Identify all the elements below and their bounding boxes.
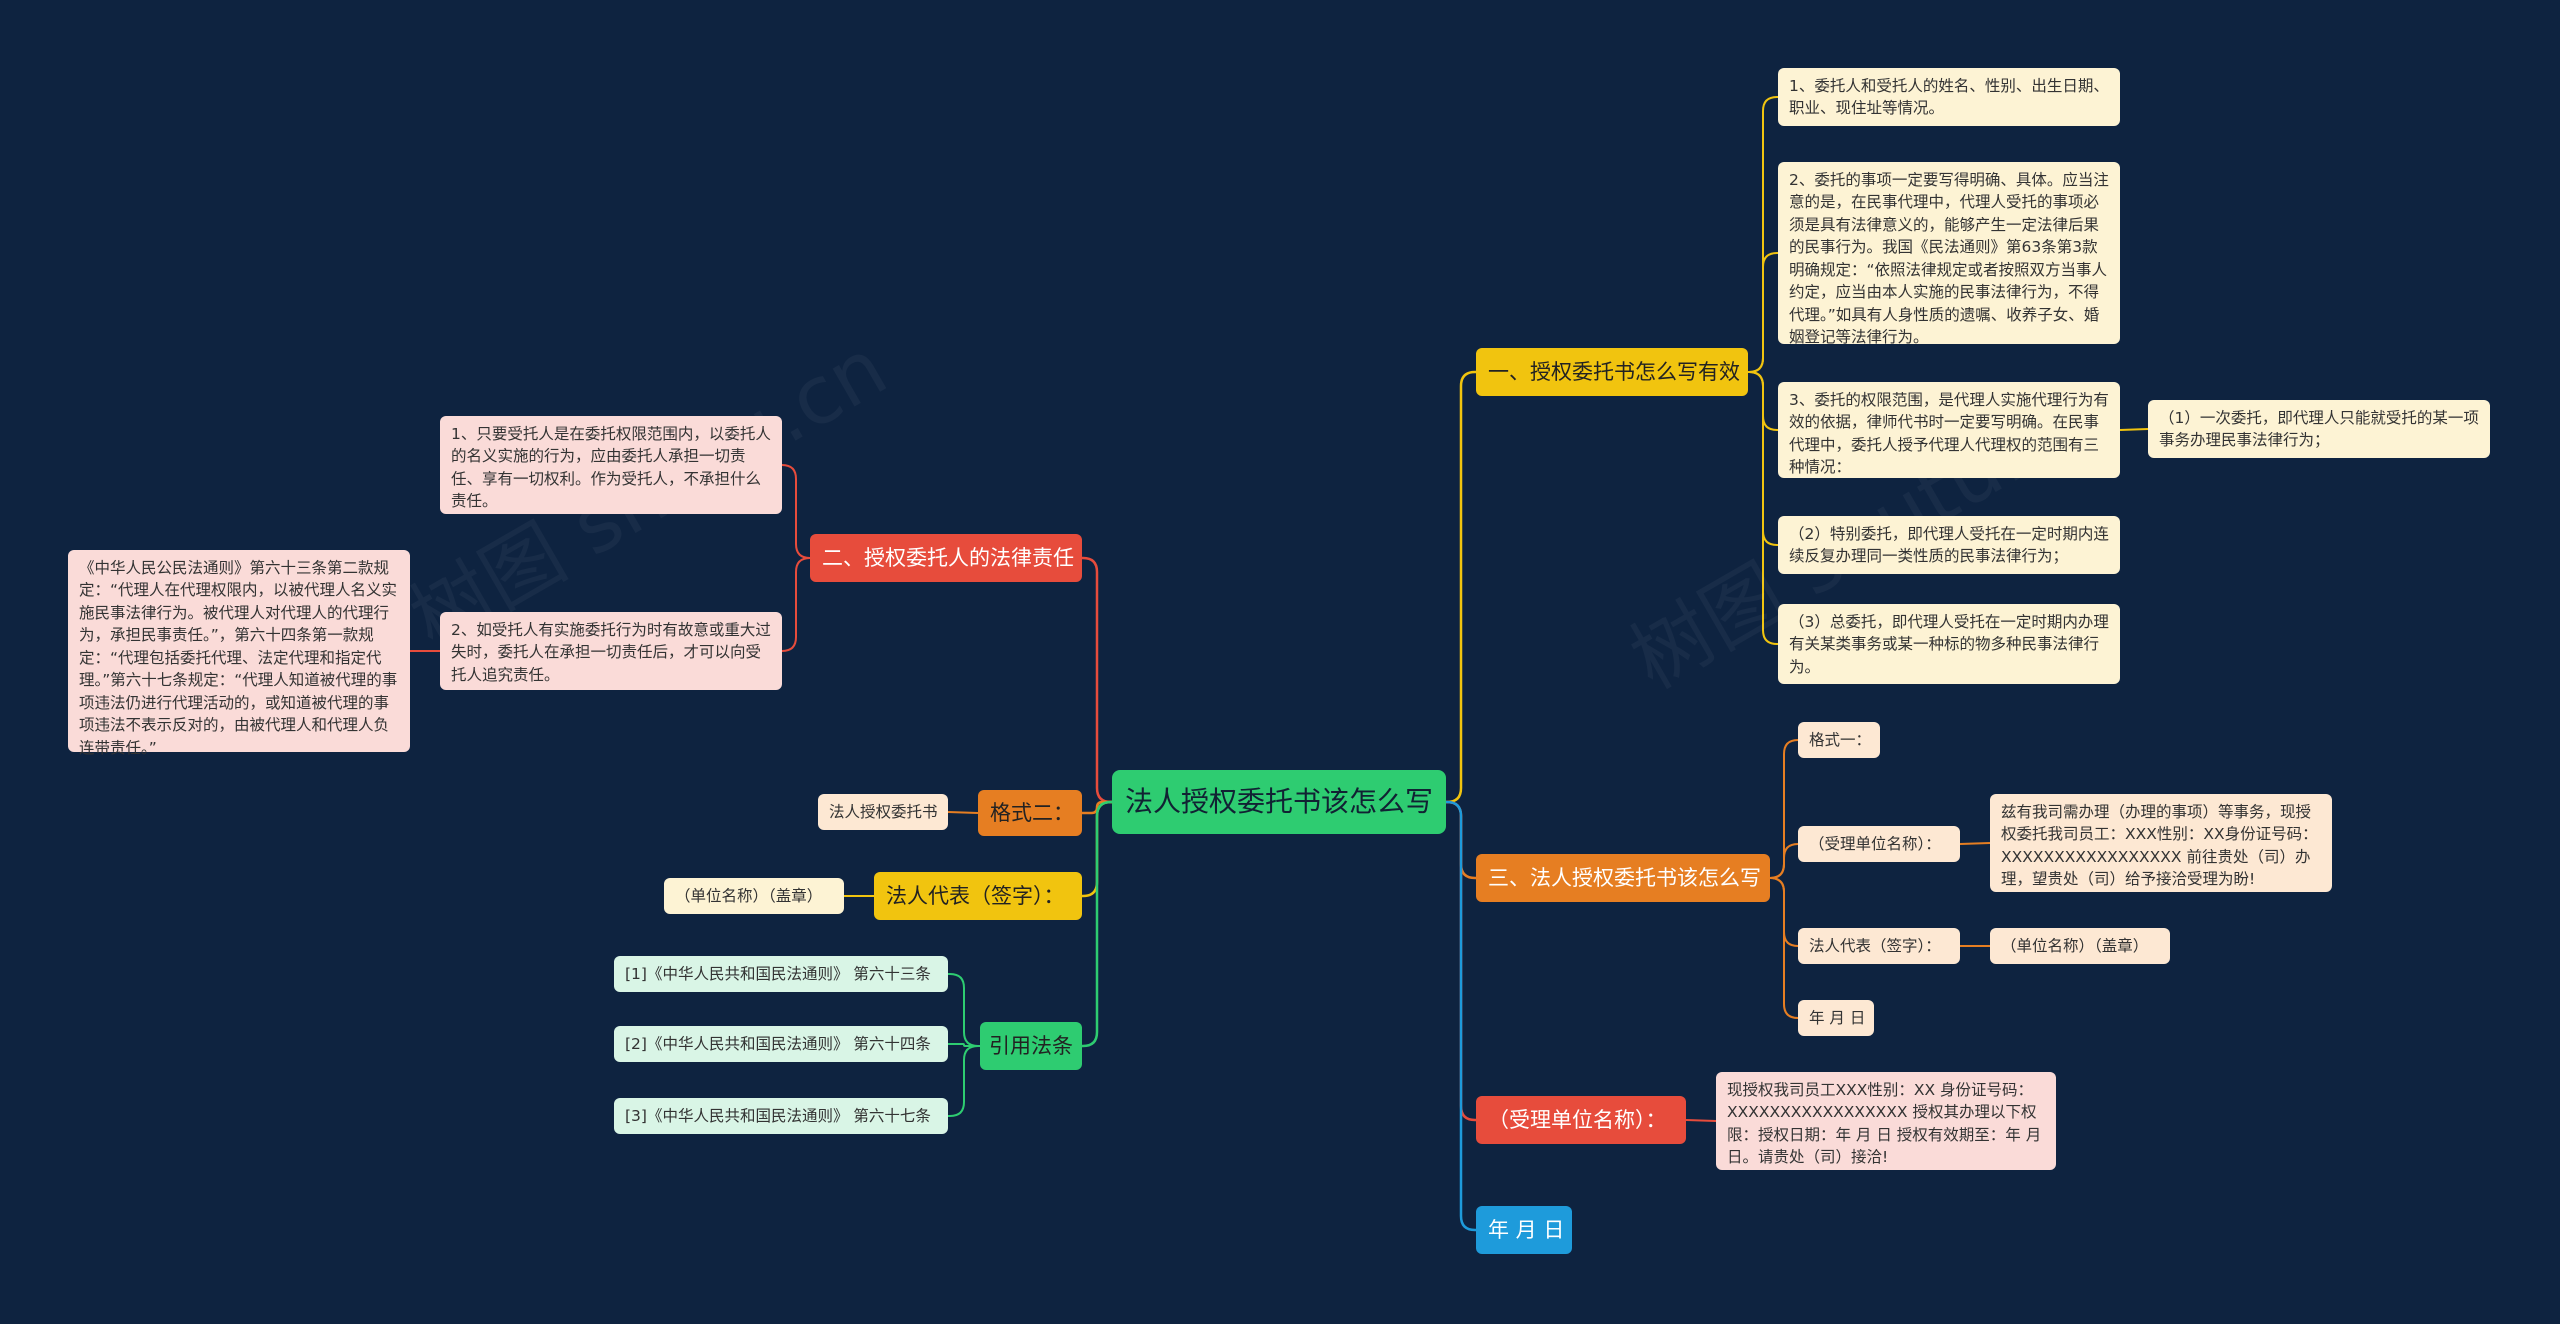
cited-law-2[interactable]: [2]《中华人民共和国民法通则》 第六十四条 <box>614 1026 948 1062</box>
connector-line <box>1769 843 1799 879</box>
valid-point-3-single[interactable]: （1）一次委托，即代理人只能就受托的某一项事务办理民事法律行为； <box>2148 400 2490 458</box>
left-unit-name-seal[interactable]: （单位名称）（盖章） <box>664 878 844 914</box>
connector-line <box>948 1045 980 1117</box>
format-two-title[interactable]: 法人授权委托书 <box>818 794 948 830</box>
legal-rep-signature[interactable]: 法人代表（签字）： <box>1798 928 1960 964</box>
connector-line <box>1685 1119 1717 1122</box>
connector-line <box>1082 800 1112 815</box>
format-one[interactable]: 格式一： <box>1798 722 1880 758</box>
branch-cited-laws[interactable]: 引用法条 <box>980 1022 1082 1070</box>
civil-law-citation-text[interactable]: 《中华人民公民法通则》第六十三条第二款规定：“代理人在代理权限内，以被代理人名义… <box>68 550 410 757</box>
format-two[interactable]: 格式二： <box>978 790 1082 836</box>
recipient-unit[interactable]: （受理单位名称）： <box>1798 826 1960 862</box>
branch-recipient-unit[interactable]: （受理单位名称）： <box>1476 1096 1686 1144</box>
recipient-unit-detail[interactable]: 兹有我司需办理（办理的事项）等事务，现授权委托我司员工：XXX性别：XX身份证号… <box>1990 794 2332 892</box>
connector-line <box>1748 371 1778 645</box>
connector-line <box>1446 370 1476 804</box>
root-topic[interactable]: 法人授权委托书该怎么写 <box>1112 770 1446 834</box>
branch-legal-responsibility[interactable]: 二、授权委托人的法律责任 <box>810 534 1082 582</box>
connector-line <box>1082 800 1112 1048</box>
valid-point-special[interactable]: （2）特别委托，即代理人受托在一定时期内连续反复办理同一类性质的民事法律行为； <box>1778 516 2120 574</box>
connector-line <box>1446 800 1476 1232</box>
unit-name-seal[interactable]: （单位名称）（盖章） <box>1990 928 2170 964</box>
cited-law-1[interactable]: [1]《中华人民共和国民法通则》 第六十三条 <box>614 956 948 992</box>
connector-line <box>1748 252 1778 373</box>
connector-line <box>947 811 979 814</box>
valid-point-3[interactable]: 3、委托的权限范围，是代理人实施代理行为有效的依据，律师代书时一定要写明确。在民… <box>1778 382 2120 478</box>
connector-line <box>2119 428 2149 431</box>
branch-date[interactable]: 年 月 日 <box>1476 1206 1572 1254</box>
valid-point-1[interactable]: 1、委托人和受托人的姓名、性别、出生日期、职业、现住址等情况。 <box>1778 68 2120 126</box>
connector-line <box>1082 556 1112 804</box>
connector-line <box>948 973 980 1047</box>
left-legal-rep-signature[interactable]: 法人代表（签字）： <box>874 872 1082 920</box>
valid-point-general[interactable]: （3）总委托，即代理人受托在一定时期内办理有关某类事务或某一种标的物多种民事法律… <box>1778 604 2120 684</box>
date-ymd[interactable]: 年 月 日 <box>1798 1000 1874 1036</box>
connector-line <box>1769 877 1799 1019</box>
connector-line <box>781 557 811 652</box>
branch-corporate-how-to[interactable]: 三、法人授权委托书该怎么写 <box>1476 854 1770 902</box>
responsibility-point-2[interactable]: 2、如受托人有实施委托行为时有故意或重大过失时，委托人在承担一切责任后，才可以向… <box>440 612 782 690</box>
authorization-detail[interactable]: 现授权我司员工XXX性别：XX 身份证号码：XXXXXXXXXXXXXXXXX … <box>1716 1072 2056 1170</box>
connector-line <box>1959 842 1991 845</box>
connector-line <box>948 1043 980 1047</box>
responsibility-point-1[interactable]: 1、只要受托人是在委托权限范围内，以委托人的名义实施的行为，应由委托人承担一切责… <box>440 416 782 514</box>
valid-point-2[interactable]: 2、委托的事项一定要写得明确、具体。应当注意的是，在民事代理中，代理人受托的事项… <box>1778 162 2120 346</box>
cited-law-3[interactable]: [3]《中华人民共和国民法通则》 第六十七条 <box>614 1098 948 1134</box>
connector-line <box>781 464 811 559</box>
branch-how-to-write-valid[interactable]: 一、授权委托书怎么写有效 <box>1476 348 1748 396</box>
